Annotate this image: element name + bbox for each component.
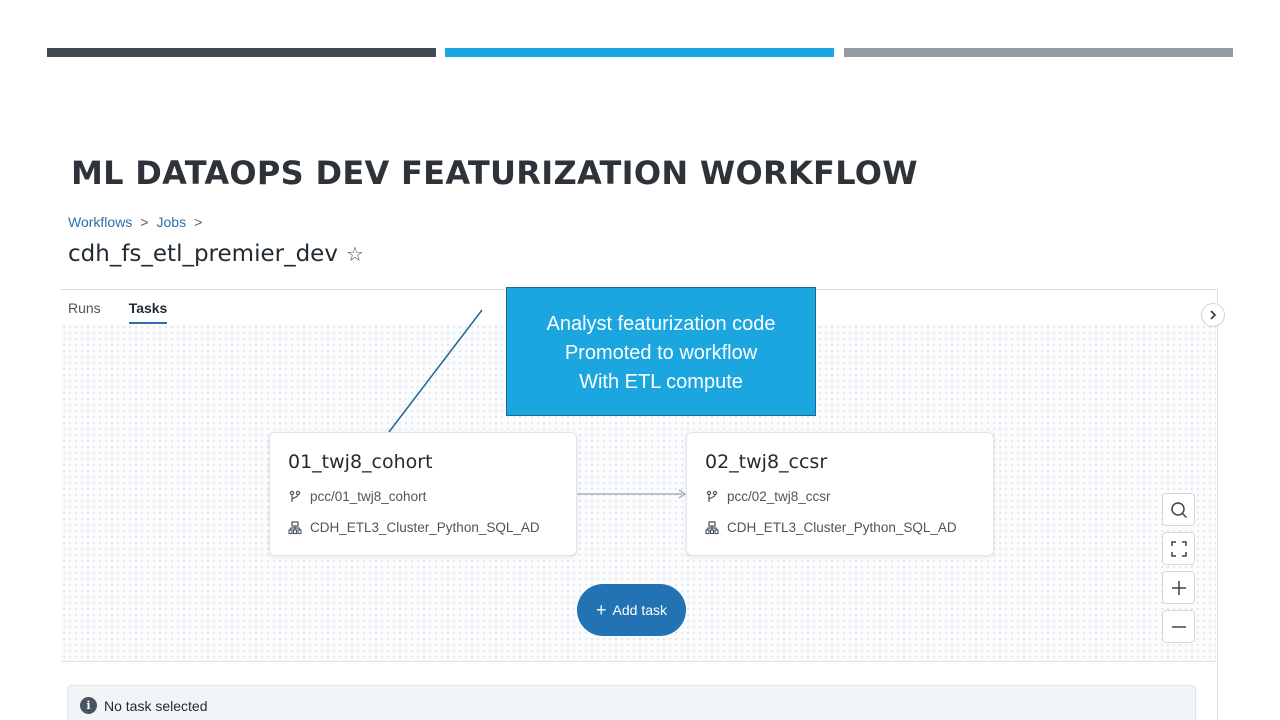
git-branch-icon (289, 490, 301, 502)
callout-leader-line (388, 309, 483, 433)
tab-bar: Runs Tasks (68, 300, 168, 325)
tab-tasks[interactable]: Tasks (128, 300, 168, 325)
task-cluster: CDH_ETL3_Cluster_Python_SQL_AD (288, 520, 540, 535)
zoom-in-icon[interactable] (1162, 571, 1195, 604)
chevron-right-icon[interactable] (1201, 303, 1225, 327)
search-icon[interactable] (1162, 493, 1195, 526)
task-name: 01_twj8_cohort (288, 451, 433, 473)
breadcrumb-jobs[interactable]: Jobs (156, 214, 187, 230)
add-task-label: Add task (612, 602, 667, 618)
cluster-icon (705, 520, 719, 534)
accent-bar-gray (844, 48, 1233, 57)
breadcrumb: Workflows > Jobs > (68, 214, 202, 230)
task-path-text: pcc/02_twj8_ccsr (727, 489, 831, 504)
task-path-text: pcc/01_twj8_cohort (310, 489, 427, 504)
tab-runs[interactable]: Runs (68, 300, 101, 316)
star-outline-icon[interactable]: ☆ (346, 244, 364, 266)
chevron-right-icon: > (194, 214, 203, 230)
cluster-icon (288, 520, 302, 534)
task-cluster-text: CDH_ETL3_Cluster_Python_SQL_AD (310, 520, 540, 535)
job-title: cdh_fs_etl_premier_dev (68, 241, 338, 267)
breadcrumb-workflows[interactable]: Workflows (68, 214, 133, 230)
task-path: pcc/01_twj8_cohort (288, 489, 426, 504)
task-dependency-arrow (577, 489, 687, 499)
git-branch-icon (706, 490, 718, 502)
slide-title: ML DATAOPS DEV FEATURIZATION WORKFLOW (71, 154, 918, 192)
task-card[interactable]: 02_twj8_ccsr pcc/02_twj8_ccsr CDH_ETL3_C… (686, 432, 994, 556)
callout-line: Analyst featurization code (546, 313, 776, 335)
add-task-button[interactable]: + Add task (577, 584, 686, 636)
fit-view-icon[interactable] (1162, 532, 1195, 565)
info-icon: i (80, 697, 97, 714)
callout-line: With ETL compute (579, 371, 743, 393)
no-task-selected-text: No task selected (104, 698, 208, 714)
accent-bar-dark (47, 48, 436, 57)
task-name: 02_twj8_ccsr (705, 451, 828, 473)
callout-line: Promoted to workflow (564, 342, 758, 364)
task-cluster-text: CDH_ETL3_Cluster_Python_SQL_AD (727, 520, 957, 535)
zoom-out-icon[interactable] (1162, 610, 1195, 643)
plus-icon: + (596, 600, 607, 620)
accent-bar-blue (445, 48, 834, 57)
annotation-callout: Analyst featurization code Promoted to w… (506, 287, 816, 416)
task-cluster: CDH_ETL3_Cluster_Python_SQL_AD (705, 520, 957, 535)
task-card[interactable]: 01_twj8_cohort pcc/01_twj8_cohort CDH_ET… (269, 432, 577, 556)
task-details-bar: i No task selected (67, 685, 1196, 720)
task-path: pcc/02_twj8_ccsr (705, 489, 831, 504)
chevron-right-icon: > (140, 214, 149, 230)
